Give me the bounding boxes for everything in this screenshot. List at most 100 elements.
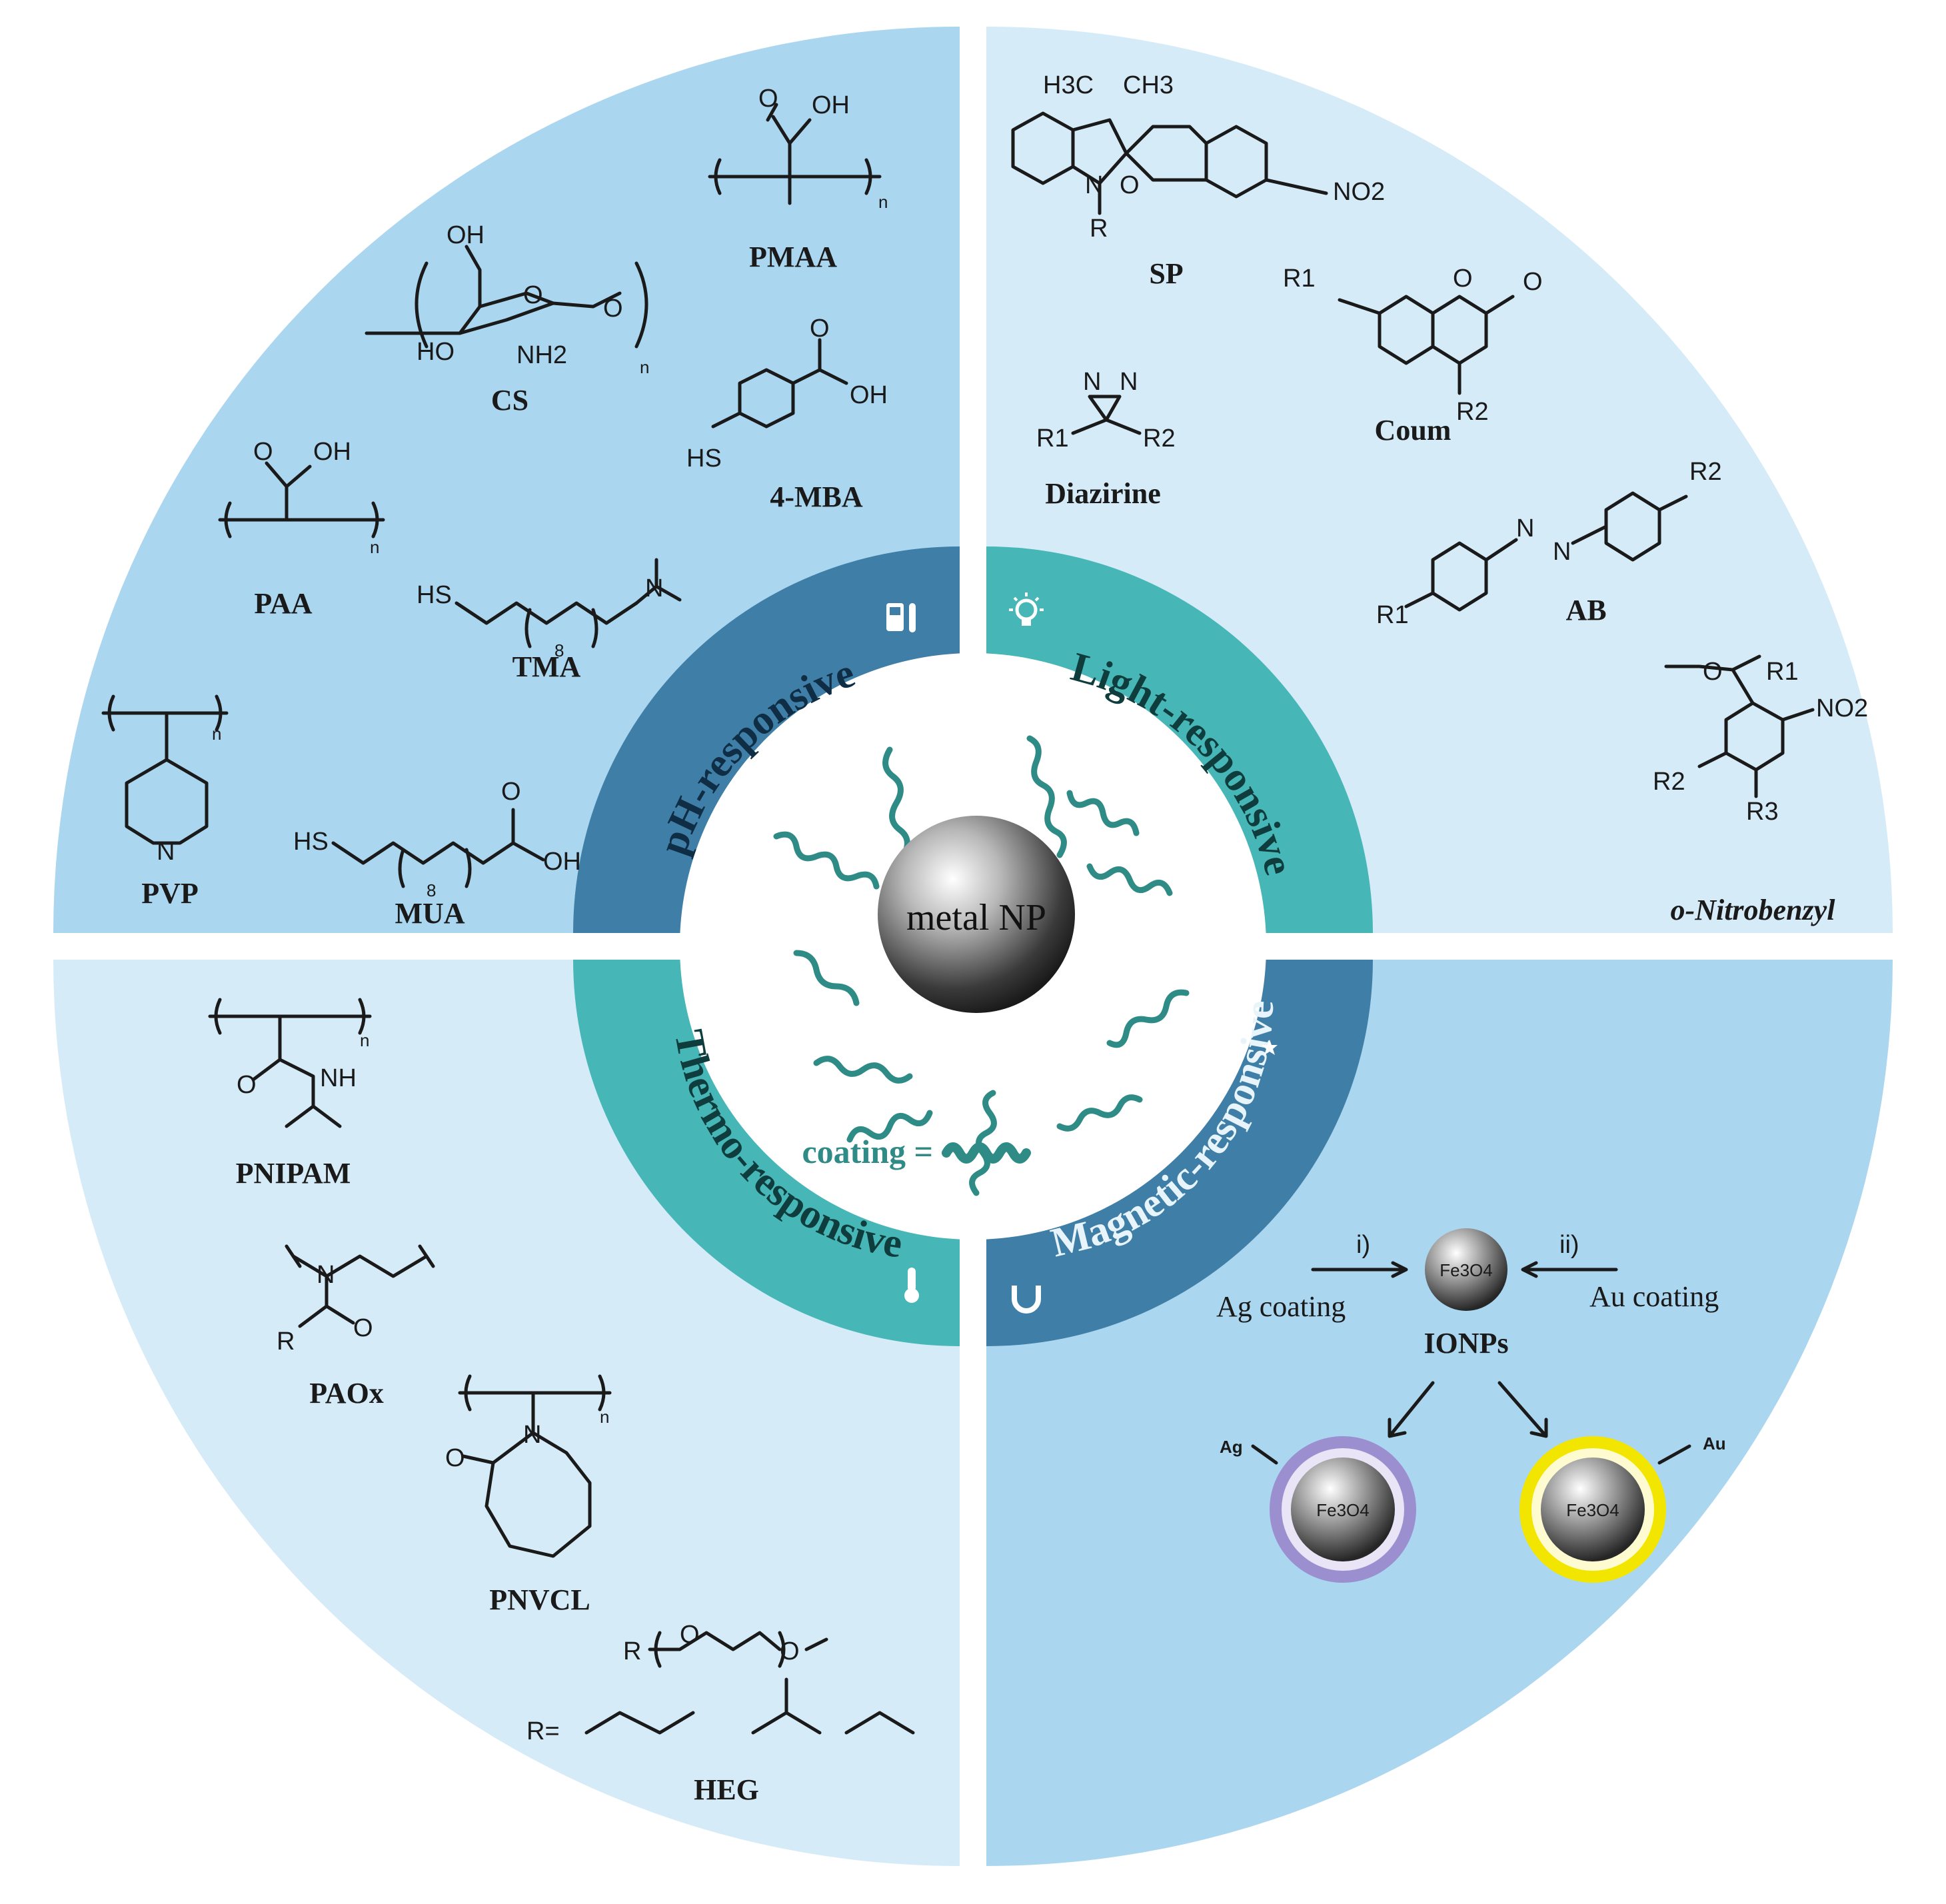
svg-text:R2: R2 xyxy=(1143,425,1176,453)
svg-text:N: N xyxy=(1553,538,1571,566)
metal-nanoparticle xyxy=(878,816,1075,1013)
svg-text:HO: HO xyxy=(417,338,455,366)
o-nitrobenzyl-structure: O R1 NO2 R2 R3 o-Nitrobenzyl xyxy=(1653,654,1868,926)
pvp-structure: N n PVP xyxy=(101,694,229,910)
svg-text:R2: R2 xyxy=(1456,398,1489,426)
svg-text:Fe3O4: Fe3O4 xyxy=(1566,1500,1619,1520)
svg-text:n: n xyxy=(360,1030,369,1050)
svg-text:n: n xyxy=(600,1407,609,1427)
svg-text:PVP: PVP xyxy=(141,877,199,910)
svg-text:O: O xyxy=(780,1637,800,1665)
svg-text:R: R xyxy=(277,1328,295,1356)
svg-text:O: O xyxy=(1120,171,1140,199)
svg-text:N: N xyxy=(645,574,663,602)
svg-text:R2: R2 xyxy=(1689,458,1722,486)
svg-text:N: N xyxy=(1085,171,1103,199)
svg-text:8: 8 xyxy=(427,880,436,900)
svg-text:N: N xyxy=(1083,368,1101,396)
svg-text:OH: OH xyxy=(850,381,888,409)
tma-structure: HS N 8 TMA xyxy=(417,558,682,683)
coating-chains xyxy=(773,735,1190,1196)
diazirine-structure: N N R1 R2 Diazirine xyxy=(1036,368,1176,510)
svg-text:O: O xyxy=(810,315,830,343)
svg-text:O: O xyxy=(680,1621,700,1649)
svg-text:OH: OH xyxy=(543,848,581,876)
svg-text:OH: OH xyxy=(812,91,850,119)
svg-text:HS: HS xyxy=(293,828,329,856)
svg-text:O: O xyxy=(1703,658,1723,686)
svg-text:R3: R3 xyxy=(1746,798,1779,826)
star-icon xyxy=(1262,1040,1278,1055)
svg-text:PAA: PAA xyxy=(254,587,312,620)
pmaa-structure: O OH n PMAA xyxy=(708,85,888,273)
svg-text:n: n xyxy=(640,357,649,377)
svg-text:OH: OH xyxy=(313,438,351,466)
svg-text:Coum: Coum xyxy=(1375,414,1452,447)
svg-text:O: O xyxy=(603,295,623,323)
svg-text:Ag: Ag xyxy=(1220,1437,1243,1457)
sp-structure: H3C CH3 O N R NO2 SP xyxy=(1011,71,1385,290)
heg-structure: R O O R= HEG xyxy=(526,1621,915,1806)
ph-structures: O OH n PMAA OH O O HO NH2 n CS O OH HS xyxy=(101,85,888,930)
pnvcl-structure: N O n PNVCL xyxy=(445,1374,612,1616)
svg-text:N: N xyxy=(157,838,175,866)
ag-coating-label: Ag coating xyxy=(1216,1290,1346,1323)
ionps-label: IONPs xyxy=(1424,1327,1508,1360)
svg-text:PAOx: PAOx xyxy=(309,1377,384,1410)
ab-structure: N N R1 R2 AB xyxy=(1376,458,1722,629)
svg-text:O: O xyxy=(1453,265,1473,293)
paa-structure: O OH n PAA xyxy=(218,438,385,620)
svg-text:R: R xyxy=(1090,215,1108,243)
thermo-structures: O NH n PNIPAM N R O PAOx N O n PNVCL xyxy=(208,998,915,1806)
svg-text:NO2: NO2 xyxy=(1816,694,1868,722)
coating-legend-wave xyxy=(942,1142,1031,1164)
svg-text:O: O xyxy=(501,778,521,806)
svg-text:SP: SP xyxy=(1149,257,1183,290)
thermometer-icon xyxy=(904,1268,919,1303)
svg-text:o-Nitrobenzyl: o-Nitrobenzyl xyxy=(1671,894,1836,926)
svg-text:Au: Au xyxy=(1703,1433,1726,1453)
svg-text:R=: R= xyxy=(526,1717,560,1745)
svg-text:NH: NH xyxy=(320,1064,357,1092)
svg-text:O: O xyxy=(445,1444,465,1472)
svg-text:O: O xyxy=(353,1314,373,1342)
svg-text:R2: R2 xyxy=(1653,768,1685,796)
metal-np-label: metal NP xyxy=(906,897,1046,938)
svg-text:CH3: CH3 xyxy=(1123,71,1174,99)
pnipam-structure: O NH n PNIPAM xyxy=(208,998,372,1190)
svg-text:R1: R1 xyxy=(1766,658,1799,686)
svg-text:O: O xyxy=(237,1071,257,1099)
svg-text:4-MBA: 4-MBA xyxy=(770,480,863,513)
mua-structure: HS O OH 8 MUA xyxy=(293,778,581,930)
svg-text:O: O xyxy=(758,85,778,113)
svg-text:HS: HS xyxy=(417,581,452,609)
au-coating-label: Au coating xyxy=(1589,1280,1719,1313)
ionp-sphere xyxy=(1425,1228,1507,1311)
ph-meter-icon xyxy=(886,603,916,632)
magnetic-structures: i) ii) Ag coating Au coating Fe3O4 IONPs… xyxy=(1216,1228,1726,1583)
svg-text:n: n xyxy=(370,537,379,557)
svg-text:N: N xyxy=(1516,514,1534,542)
svg-text:Fe3O4: Fe3O4 xyxy=(1316,1500,1370,1520)
svg-text:R1: R1 xyxy=(1036,425,1069,453)
svg-text:Fe3O4: Fe3O4 xyxy=(1440,1260,1493,1280)
paox-structure: N R O PAOx xyxy=(277,1244,435,1410)
svg-text:N: N xyxy=(1120,368,1138,396)
svg-text:N: N xyxy=(317,1261,335,1289)
4-mba-structure: O OH HS 4-MBA xyxy=(686,315,888,513)
svg-text:MUA: MUA xyxy=(395,897,465,930)
coum-structure: R1 O O R2 Coum xyxy=(1283,265,1543,447)
light-structures: H3C CH3 O N R NO2 SP R1 O O R2 Coum N N xyxy=(1011,71,1868,926)
svg-text:O: O xyxy=(523,281,543,309)
svg-text:n: n xyxy=(878,192,888,212)
svg-text:NO2: NO2 xyxy=(1333,178,1385,206)
svg-text:NH2: NH2 xyxy=(516,341,567,369)
svg-text:8: 8 xyxy=(554,640,564,660)
magnet-icon xyxy=(1012,1286,1041,1314)
svg-text:OH: OH xyxy=(447,221,485,249)
svg-text:HS: HS xyxy=(686,445,722,473)
svg-text:AB: AB xyxy=(1565,594,1606,626)
ag-core-sphere xyxy=(1291,1457,1395,1561)
